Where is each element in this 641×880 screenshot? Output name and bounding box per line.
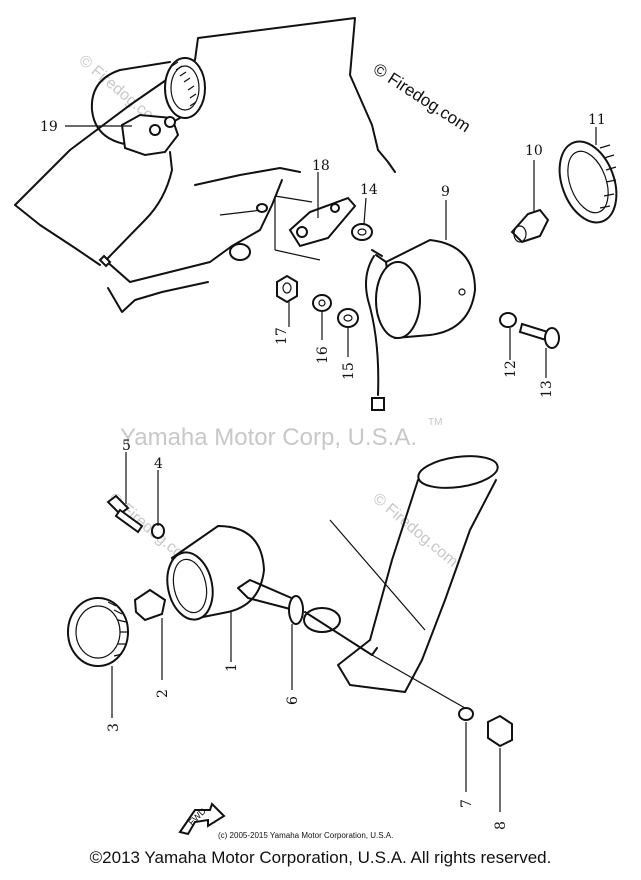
callout-5: 5 — [122, 438, 131, 454]
callout-18: 18 — [312, 158, 330, 174]
callout-9: 9 — [441, 184, 450, 200]
callout-17: 17 — [274, 327, 290, 345]
callout-4: 4 — [154, 456, 163, 472]
callout-13: 13 — [539, 380, 555, 398]
callout-10: 10 — [525, 143, 543, 159]
part-7-washer — [458, 707, 474, 721]
mounting-stud — [303, 607, 473, 713]
callout-12: 12 — [503, 360, 519, 378]
callout-16: 16 — [315, 346, 331, 364]
callout-8: 8 — [493, 821, 509, 830]
fwd-arrow-icon: FWD — [178, 802, 226, 836]
callout-7: 7 — [459, 799, 475, 808]
callout-1: 1 — [224, 663, 240, 672]
part-8-nut — [487, 714, 513, 748]
fork-tube-outline — [329, 455, 499, 693]
part-6-washer — [288, 595, 304, 625]
callout-15: 15 — [341, 362, 357, 380]
part-15-washer — [337, 308, 359, 328]
leader-lines — [65, 125, 597, 812]
turn-signal-assembly-rear-mounted — [90, 57, 206, 268]
copyright-footer: ©2013 Yamaha Motor Corporation, U.S.A. A… — [89, 848, 552, 867]
rear-fender-outline — [14, 17, 396, 313]
callout-6: 6 — [285, 696, 301, 705]
part-3-lens — [67, 597, 129, 667]
callout-3: 3 — [106, 723, 122, 732]
callout-11: 11 — [588, 112, 606, 128]
part-4-washer — [151, 523, 165, 539]
firedog-logo-text: © Firedog.com — [370, 59, 474, 136]
watermark-tm: TM — [428, 417, 442, 428]
part-9-housing — [365, 238, 477, 411]
part-1-housing — [166, 524, 297, 621]
part-5-bolt — [106, 494, 144, 534]
callout-19: 19 — [40, 119, 58, 135]
callout-14: 14 — [360, 182, 378, 198]
watermark-firedog-right: © Firedog.com — [369, 490, 460, 571]
part-18-bracket — [288, 196, 357, 248]
part-2-bulb — [133, 588, 167, 622]
callout-2: 2 — [155, 689, 171, 698]
part-17-nut — [276, 274, 298, 304]
part-13-screw — [518, 322, 560, 349]
part-10-bulb — [510, 208, 550, 244]
part-16-lock-washer — [312, 294, 332, 312]
part-12-washer — [499, 312, 517, 328]
part-14-washer — [351, 223, 373, 241]
watermark-yamaha: Yamaha Motor Corp, U.S.A. — [120, 424, 417, 451]
part-11-lens — [558, 140, 618, 224]
copyright-small: (c) 2005-2015 Yamaha Motor Corporation, … — [218, 831, 393, 840]
